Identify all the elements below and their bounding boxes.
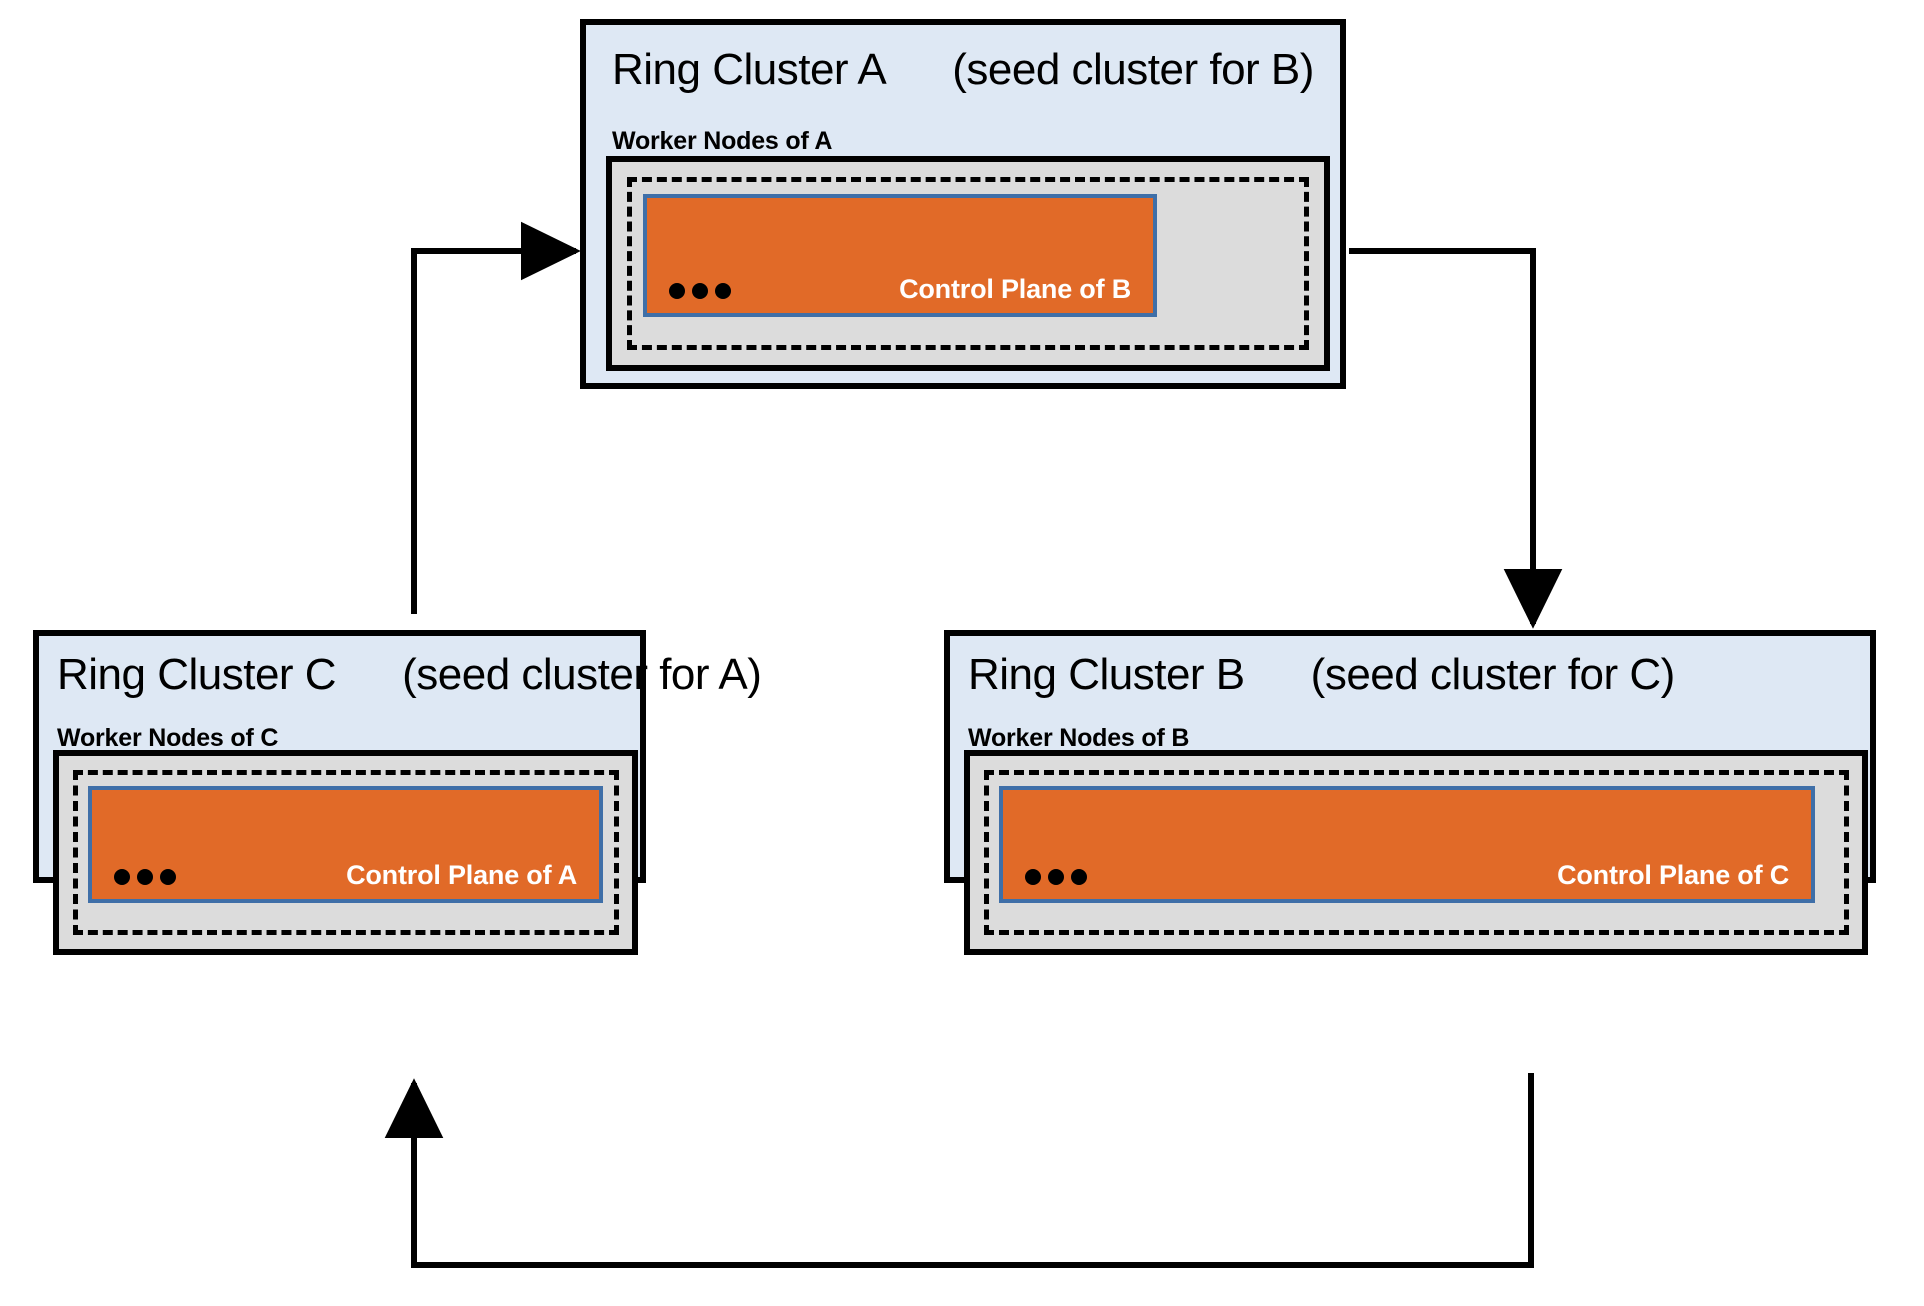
cluster-b-dashed-boundary — [984, 770, 1849, 935]
cluster-c-worker-label: Worker Nodes of C — [57, 724, 279, 752]
cluster-b-ellipsis-icon — [1025, 869, 1087, 885]
cluster-b-seed-note: (seed cluster for C) — [1310, 650, 1676, 699]
cluster-c-control-plane-label: Control Plane of A — [346, 860, 577, 890]
cluster-a-ellipsis-icon — [669, 283, 731, 299]
cluster-c-control-plane[interactable]: Control Plane of A — [88, 786, 603, 903]
cluster-a-seed-note: (seed cluster for B) — [952, 45, 1314, 94]
arrow-a-to-b — [1349, 248, 1563, 629]
cluster-c-name: Ring Cluster C — [57, 650, 337, 699]
cluster-b-title: Ring Cluster B (seed cluster for C) — [968, 653, 1675, 697]
cluster-c-title: Ring Cluster C (seed cluster for A) — [57, 650, 762, 699]
cluster-a-name: Ring Cluster A — [612, 45, 887, 94]
cluster-a-worker-box[interactable]: Control Plane of B — [606, 156, 1330, 371]
cluster-b[interactable]: Ring Cluster B (seed cluster for C) Worke… — [944, 630, 1876, 955]
cluster-c[interactable]: Ring Cluster C (seed cluster for A) Worke… — [33, 630, 762, 955]
arrow-b-to-c — [384, 1073, 1534, 1268]
cluster-b-control-plane[interactable]: Control Plane of C — [999, 786, 1815, 903]
cluster-c-dashed-boundary — [73, 770, 619, 935]
cluster-a-control-plane[interactable]: Control Plane of B — [643, 194, 1157, 317]
cluster-b-name: Ring Cluster B — [968, 650, 1245, 699]
cluster-b-worker-box[interactable]: Control Plane of C — [964, 750, 1868, 955]
cluster-a-dashed-boundary — [627, 177, 1309, 350]
cluster-a[interactable]: Ring Cluster A (seed cluster for B) Worke… — [580, 19, 1346, 389]
cluster-c-worker-box[interactable]: Control Plane of A — [53, 750, 638, 955]
cluster-a-worker-label: Worker Nodes of A — [612, 127, 833, 155]
cluster-c-seed-note: (seed cluster for A) — [402, 650, 762, 699]
arrow-c-to-a — [411, 221, 581, 614]
cluster-b-worker-label: Worker Nodes of B — [968, 724, 1190, 752]
cluster-b-control-plane-label: Control Plane of C — [1557, 860, 1789, 890]
cluster-c-ellipsis-icon — [114, 869, 176, 885]
cluster-a-control-plane-label: Control Plane of B — [899, 274, 1131, 304]
cluster-a-title: Ring Cluster A (seed cluster for B) — [612, 48, 1314, 92]
